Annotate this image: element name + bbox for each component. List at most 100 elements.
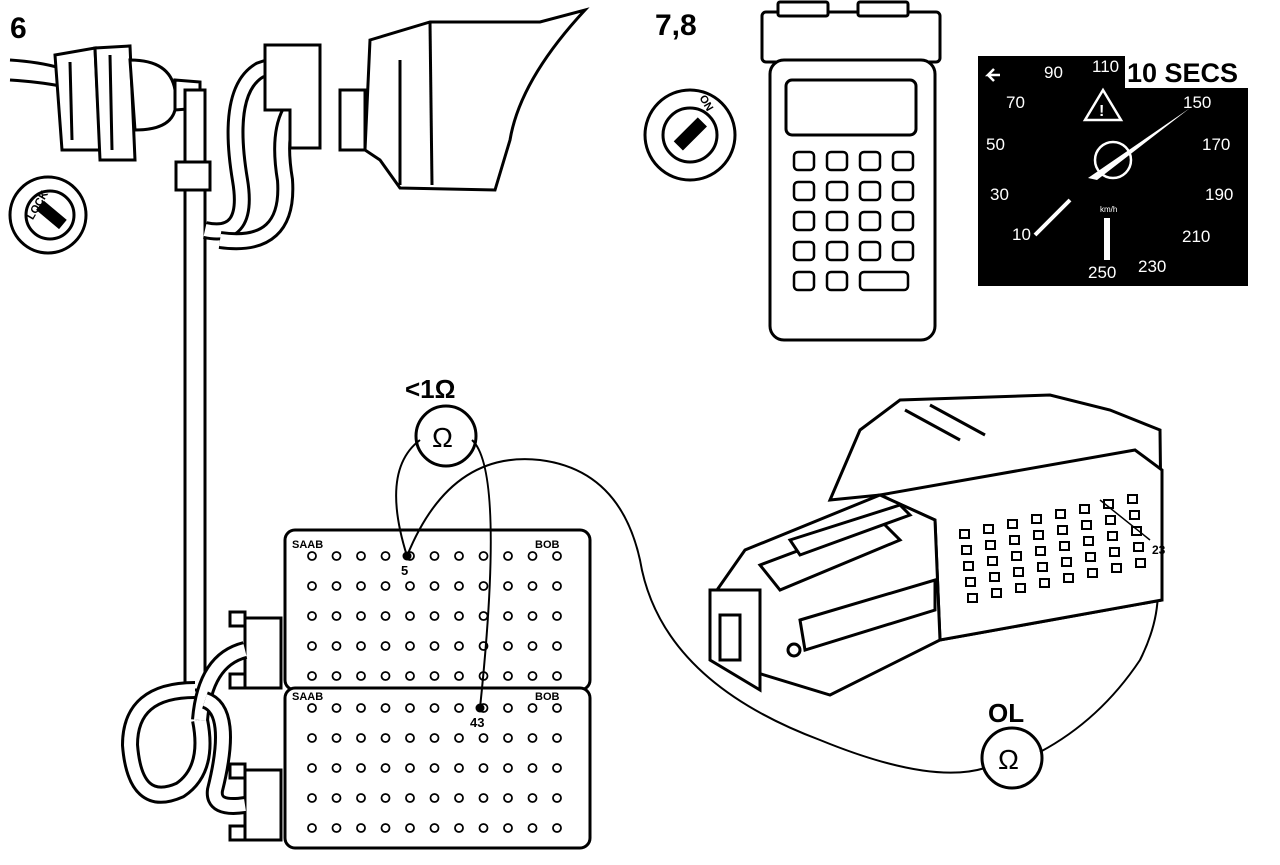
ohm-symbol-top: Ω (432, 422, 453, 453)
breakout-pin-socket (429, 671, 440, 681)
breakout-pin-socket (405, 671, 415, 681)
breakout-pin-socket (478, 551, 489, 561)
keypad-key (858, 150, 882, 172)
breakout-pin-socket (356, 823, 366, 833)
connector-terminal (1135, 558, 1146, 568)
breakout-pin-socket (331, 733, 342, 743)
harness-wire (9, 78, 61, 88)
measurement-group: <1Ω Ω OL Ω SAAB BOB SAAB BOB (120, 374, 1159, 850)
ignition-switch-on: ON (643, 88, 737, 182)
breakout-pin-socket (380, 611, 391, 621)
breakout-pin-socket (503, 641, 513, 651)
breakout-pin-socket (405, 641, 415, 651)
needle-tail (1033, 198, 1072, 237)
breakout-pin-socket (552, 641, 562, 651)
ignition-lock: LOCK (8, 175, 88, 255)
breakout-pin-socket (331, 551, 342, 561)
connector-terminal (1059, 541, 1070, 551)
breakout-pin-socket (405, 793, 415, 803)
keypad-key (825, 210, 849, 232)
breakout-pin-socket (356, 763, 366, 773)
breakout-pin-socket (527, 641, 538, 651)
breakout-pin-socket (552, 703, 562, 713)
connector-terminal (1013, 567, 1024, 577)
connector-terminals (959, 494, 1146, 603)
breakout-pin-socket (478, 793, 489, 803)
keypad-key (891, 210, 915, 232)
connector-terminal (1055, 509, 1066, 519)
breakout-pin-socket (307, 641, 317, 651)
breakout-pin-socket (307, 763, 317, 773)
probe-lead (471, 439, 492, 709)
breakout-pin-socket (552, 551, 562, 561)
breakout-pin-socket (527, 581, 538, 591)
pin-23-leader (1099, 499, 1151, 541)
breakout-pin-socket (380, 763, 391, 773)
connector-terminal (1007, 519, 1018, 529)
breakout-pin-socket (380, 733, 391, 743)
keypad-key (858, 180, 882, 202)
connector-terminal (1109, 547, 1120, 557)
breakout-pin-socket (429, 763, 440, 773)
breakout-pin-socket (307, 671, 317, 681)
breakout-pin-socket (503, 551, 513, 561)
breakout-pin-socket (380, 641, 391, 651)
ignition-key-icon (673, 117, 707, 151)
pin-5-label: 5 (401, 563, 408, 578)
keypad-key (792, 180, 816, 202)
connector-terminal (1133, 542, 1144, 552)
breakout-pin-socket (380, 703, 391, 713)
breakout-pin-socket (356, 671, 366, 681)
breakout-pin-socket (503, 703, 513, 713)
breakout-pin-socket (503, 793, 513, 803)
breakout-pin-socket (356, 551, 366, 561)
breakout-pin-socket (405, 581, 415, 591)
breakout-pin-socket (429, 793, 440, 803)
breakout-pin-socket (405, 703, 415, 713)
bottom-meter-reading: OL (988, 698, 1024, 728)
connector-terminal (985, 540, 996, 550)
breakout-pin-socket (307, 793, 317, 803)
ohm-symbol-bottom: Ω (998, 744, 1019, 775)
keypad-key (825, 180, 849, 202)
breakout-pin-socket (478, 581, 489, 591)
connector-terminal (1031, 514, 1042, 524)
breakout-pin-socket (356, 641, 366, 651)
speed-tick-label: 230 (1138, 257, 1166, 276)
keypad-key (891, 240, 915, 262)
speed-tick-label: 250 (1088, 263, 1116, 282)
ohmmeter-top (414, 404, 478, 468)
tester-keypad (792, 150, 915, 292)
step-6-label: 6 (10, 12, 27, 45)
breakout-pin-socket (307, 823, 317, 833)
breakout-pin-socket (331, 641, 342, 651)
keypad-key (891, 180, 915, 202)
connector-terminal (959, 529, 970, 539)
breakout-pin-socket (429, 703, 440, 713)
speed-tick-label: 10 (1012, 225, 1031, 244)
breakout-pin-socket (454, 733, 464, 743)
harness-connector (708, 393, 1164, 697)
connector-terminal (1131, 526, 1142, 536)
breakout-pin-socket (331, 793, 342, 803)
breakout-pin-socket (454, 551, 464, 561)
pin-23-label: 23 (1152, 543, 1166, 557)
breakout-pin-socket (331, 823, 342, 833)
ohmmeter-bottom (980, 726, 1044, 790)
pin-43-label: 43 (470, 715, 484, 730)
breakout-pin-socket (503, 671, 513, 681)
breakout-pin-socket (552, 581, 562, 591)
breakout-pin-socket (478, 823, 489, 833)
keypad-key (825, 240, 849, 262)
breakout-pin-socket (307, 581, 317, 591)
breakout-connector-upper (228, 610, 283, 690)
breakout-pin-socket (405, 823, 415, 833)
breakout-pin-socket (503, 611, 513, 621)
trip-reset-knob (1104, 218, 1110, 260)
breakout-pin-socket (380, 823, 391, 833)
handheld-tester (760, 0, 942, 342)
breakout-pins-lower (307, 703, 562, 833)
keypad-key (792, 150, 816, 172)
